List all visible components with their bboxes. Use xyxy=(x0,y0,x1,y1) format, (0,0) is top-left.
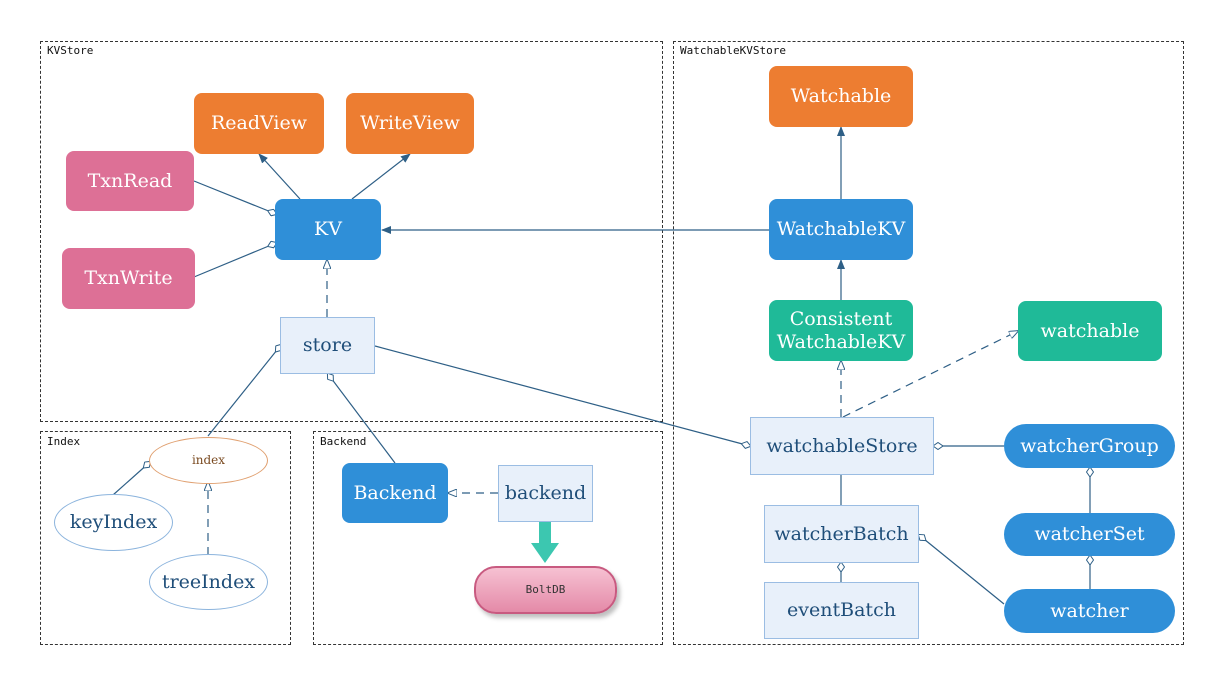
writeview-node: WriteView xyxy=(346,93,474,154)
edge-txnread-kv xyxy=(193,180,276,214)
index-node: index xyxy=(149,437,268,484)
boltdb-node: BoltDB xyxy=(474,566,617,614)
watchable-kvstore-frame-label: WatchableKVStore xyxy=(680,44,786,57)
edge-keyindex-index xyxy=(112,462,150,496)
watchable-kvstore-frame xyxy=(673,41,1184,645)
backend-boltdb-arrow xyxy=(531,522,559,563)
watcher-node: watcher xyxy=(1004,589,1175,633)
txnread-node: TxnRead xyxy=(66,151,194,211)
edge-watcher-watcherbatch xyxy=(919,535,1005,605)
backend-class-node: Backend xyxy=(342,463,448,523)
index-frame-label: Index xyxy=(47,435,81,448)
consistent-line1: Consistent xyxy=(789,307,893,330)
watchable-interface-node: Watchable xyxy=(769,66,913,127)
backend-impl-node: backend xyxy=(498,465,593,522)
readview-node: ReadView xyxy=(194,93,324,154)
store-node: store xyxy=(280,317,375,374)
backend-frame-label: Backend xyxy=(320,435,367,448)
edge-store-watchablestore xyxy=(374,345,750,446)
eventbatch-node: eventBatch xyxy=(764,582,919,639)
edge-txnwrite-kv xyxy=(193,243,276,278)
watchablestore-node: watchableStore xyxy=(750,417,934,475)
watchergroup-node: watcherGroup xyxy=(1004,424,1175,468)
index-frame xyxy=(40,431,291,645)
consistent-line2: WatchableKV xyxy=(776,330,906,353)
backend-frame xyxy=(313,431,663,645)
keyindex-node: keyIndex xyxy=(54,494,173,551)
edge-index-store xyxy=(207,345,281,437)
treeindex-node: treeIndex xyxy=(149,554,268,610)
consistent-watchablekv-node: Consistent WatchableKV xyxy=(769,300,913,361)
watcherbatch-node: watcherBatch xyxy=(764,505,919,563)
edge-ws-watchable xyxy=(842,331,1018,418)
edge-kv-writeview xyxy=(351,153,411,200)
kvstore-frame-label: KVStore xyxy=(47,44,94,57)
edge-kv-readview xyxy=(258,153,301,200)
watcherset-node: watcherSet xyxy=(1004,513,1175,556)
edge-backend-store xyxy=(328,374,396,464)
watchable-lower-node: watchable xyxy=(1018,301,1162,361)
watchablekv-node: WatchableKV xyxy=(769,199,913,260)
txnwrite-node: TxnWrite xyxy=(62,248,195,309)
kvstore-frame xyxy=(40,41,663,422)
kv-node: KV xyxy=(275,199,381,260)
